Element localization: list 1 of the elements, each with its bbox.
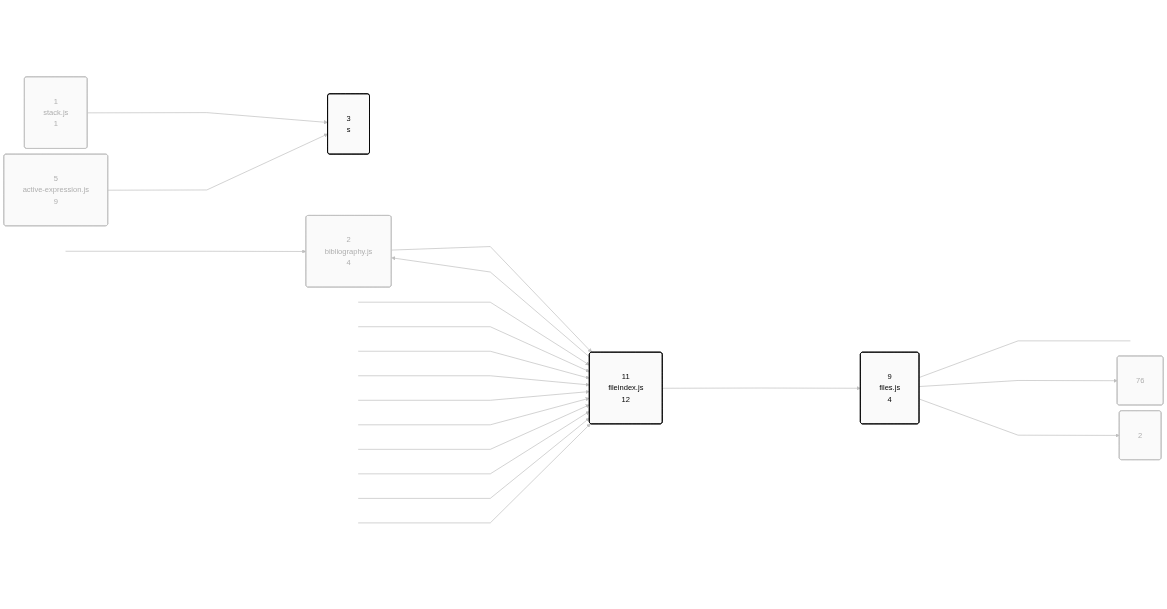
connector [918, 340, 1132, 378]
